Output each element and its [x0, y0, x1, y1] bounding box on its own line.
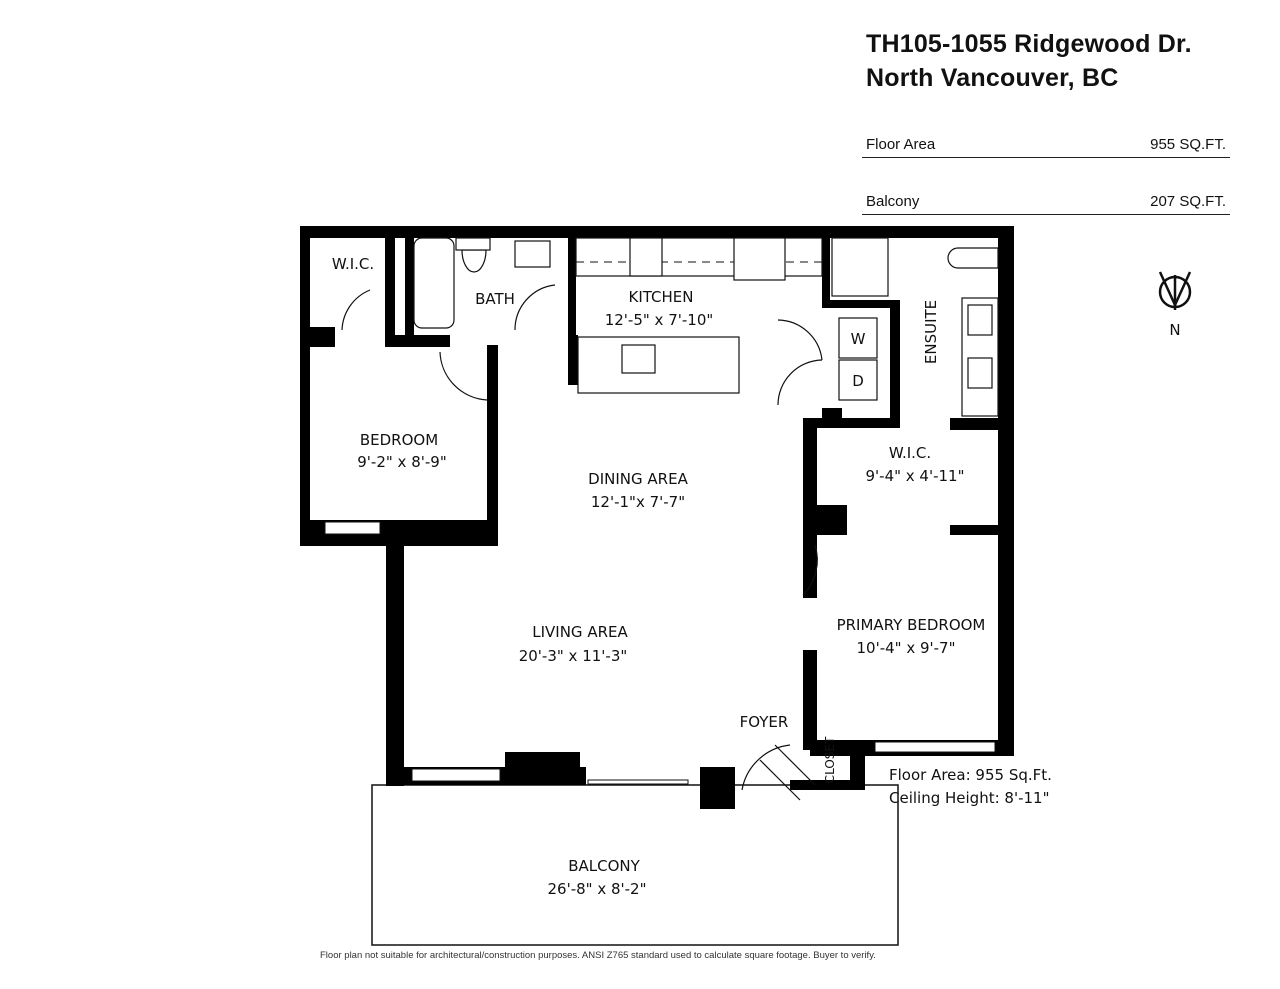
summary-value: 207 SQ.FT.	[1150, 193, 1226, 210]
bath-label: BATH	[475, 290, 515, 308]
bedroom-dims: 9'-2" x 8'-9"	[357, 453, 446, 471]
summary-balcony: Balcony 207 SQ.FT.	[862, 193, 1230, 215]
kitchen-dims: 12'-5" x 7'-10"	[605, 311, 714, 329]
stove-icon	[629, 237, 663, 277]
shower	[831, 237, 889, 297]
fridge	[733, 237, 786, 281]
floor-area-note: Floor Area: 955 Sq.Ft.	[889, 766, 1052, 784]
primary-bedroom-dims: 10'-4" x 9'-7"	[856, 639, 955, 657]
summary-floor-area: Floor Area 955 SQ.FT.	[862, 136, 1230, 158]
address-line-2: North Vancouver, BC	[866, 64, 1119, 92]
balcony-dims: 26'-8" x 8'-2"	[547, 880, 646, 898]
toilet-icon	[461, 249, 487, 273]
bedroom-label: BEDROOM	[360, 431, 438, 449]
dining-label: DINING AREA	[588, 470, 688, 488]
foyer-label: FOYER	[740, 713, 789, 731]
disclaimer: Floor plan not suitable for architectura…	[320, 950, 876, 961]
ensuite-toilet-icon	[947, 247, 999, 269]
bath-sink	[514, 240, 551, 268]
wic-label: W.I.C.	[332, 255, 374, 273]
ensuite-label: ENSUITE	[922, 300, 940, 364]
compass-label: N	[1169, 321, 1180, 339]
north-arrow-icon	[1158, 271, 1192, 310]
kitchen-label: KITCHEN	[629, 288, 694, 306]
address-line-1: TH105-1055 Ridgewood Dr.	[866, 30, 1192, 58]
living-dims: 20'-3" x 11'-3"	[519, 647, 628, 665]
dryer-label: D	[852, 372, 864, 390]
summary-label: Floor Area	[866, 136, 936, 153]
summary-value: 955 SQ.FT.	[1150, 136, 1226, 153]
wic-primary-label: W.I.C.	[889, 444, 931, 462]
bathtub	[413, 237, 455, 329]
washer-label: W	[851, 330, 866, 348]
balcony-label: BALCONY	[568, 857, 640, 875]
primary-bedroom-label: PRIMARY BEDROOM	[837, 616, 986, 634]
wic-primary-dims: 9'-4" x 4'-11"	[865, 467, 964, 485]
ceiling-height-note: Ceiling Height: 8'-11"	[889, 789, 1049, 807]
dining-dims: 12'-1"x 7'-7"	[591, 493, 685, 511]
fixtures	[413, 237, 999, 417]
door-swings	[341, 284, 823, 801]
washer	[838, 317, 878, 359]
summary-label: Balcony	[866, 193, 920, 210]
kitchen-island	[577, 336, 740, 394]
island-sink	[621, 344, 656, 374]
dryer	[838, 359, 878, 401]
windows	[324, 521, 996, 785]
closet-label: CLOSET	[823, 736, 837, 783]
living-label: LIVING AREA	[532, 623, 628, 641]
balcony-outline	[371, 784, 899, 946]
